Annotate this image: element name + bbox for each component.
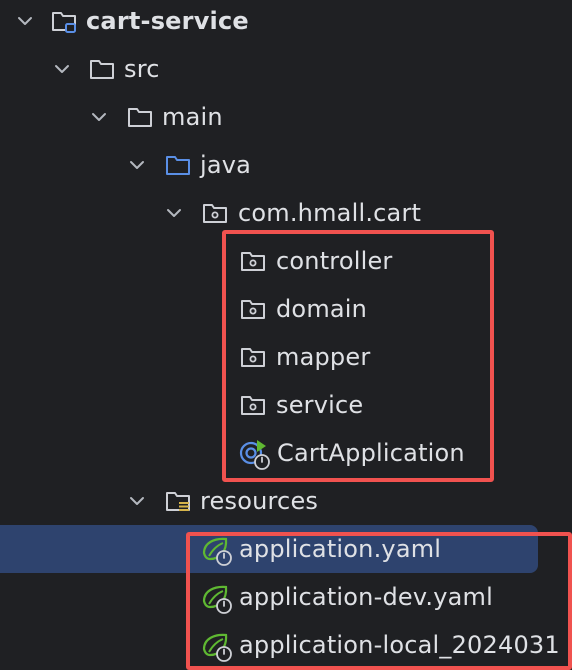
tree-node-label: application-dev.yaml xyxy=(239,583,493,611)
tree-node-mapper[interactable]: mapper xyxy=(0,333,572,381)
folder-icon xyxy=(128,108,152,127)
tree-node-label: service xyxy=(276,391,364,419)
chevron-down-icon[interactable] xyxy=(164,203,184,223)
tree-node-label: src xyxy=(124,55,160,83)
tree-node-label: java xyxy=(200,151,252,179)
source-root-folder-icon xyxy=(166,156,190,175)
spring-config-icon xyxy=(202,633,232,662)
tree-node-application-dev-yaml[interactable]: application-dev.yaml xyxy=(0,573,572,621)
package-icon xyxy=(241,396,265,415)
package-icon xyxy=(203,204,227,223)
package-icon xyxy=(241,300,265,319)
chevron-down-icon[interactable] xyxy=(127,491,147,511)
tree-node-java[interactable]: java xyxy=(0,141,572,189)
tree-node-cart-application[interactable]: CartApplication xyxy=(0,429,572,477)
tree-node-package-com-hmall-cart[interactable]: com.hmall.cart xyxy=(0,189,572,237)
package-icon xyxy=(241,348,265,367)
chevron-down-icon[interactable] xyxy=(52,59,72,79)
tree-node-label: mapper xyxy=(276,343,371,371)
tree-node-label: main xyxy=(162,103,223,131)
tree-node-label: controller xyxy=(276,247,393,275)
module-folder-icon xyxy=(52,12,76,33)
tree-node-label: cart-service xyxy=(86,7,249,35)
tree-node-label: com.hmall.cart xyxy=(238,199,422,227)
tree-node-application-yaml[interactable]: application.yaml xyxy=(0,525,572,573)
resources-folder-icon xyxy=(166,492,190,511)
package-icon xyxy=(241,252,265,271)
chevron-down-icon[interactable] xyxy=(15,11,35,31)
tree-node-application-local-yaml[interactable]: application-local_2024031 xyxy=(0,621,572,669)
tree-node-label: resources xyxy=(200,487,319,515)
tree-node-service[interactable]: service xyxy=(0,381,572,429)
tree-node-label: domain xyxy=(276,295,368,323)
tree-node-src[interactable]: src xyxy=(0,45,572,93)
tree-node-label: CartApplication xyxy=(277,439,465,467)
tree-node-main[interactable]: main xyxy=(0,93,572,141)
spring-config-icon xyxy=(202,585,232,614)
tree-node-controller[interactable]: controller xyxy=(0,237,572,285)
chevron-down-icon[interactable] xyxy=(89,107,109,127)
chevron-down-icon[interactable] xyxy=(127,155,147,175)
tree-node-domain[interactable]: domain xyxy=(0,285,572,333)
tree-node-label: application.yaml xyxy=(239,535,442,563)
tree-node-resources[interactable]: resources xyxy=(0,477,572,525)
tree-node-cart-service[interactable]: cart-service xyxy=(0,0,572,45)
spring-boot-application-icon xyxy=(239,440,270,470)
tree-node-label: application-local_2024031 xyxy=(239,631,560,659)
spring-config-icon xyxy=(202,537,232,566)
folder-icon xyxy=(90,60,114,79)
